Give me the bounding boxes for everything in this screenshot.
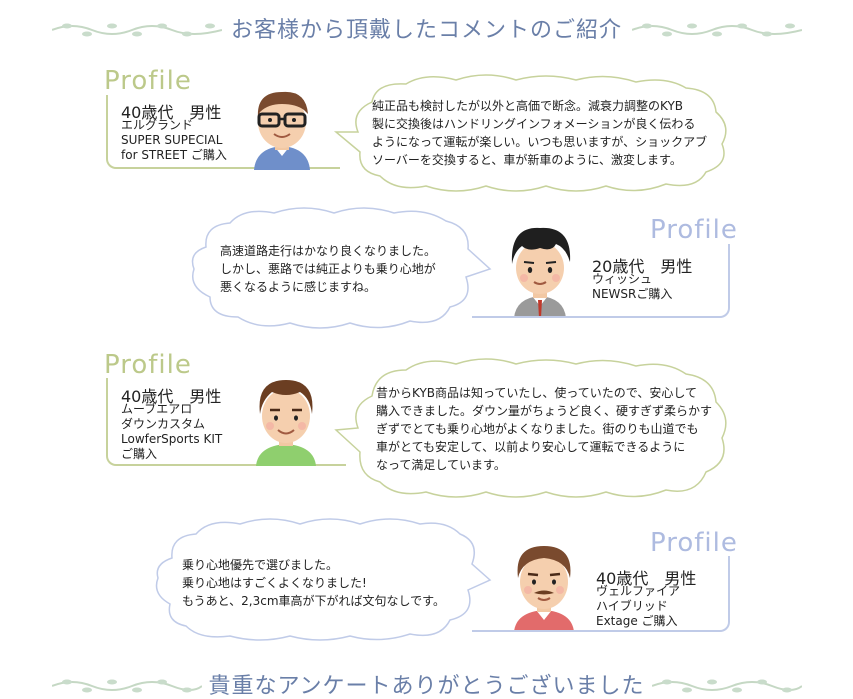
profile-label: Profile: [650, 528, 738, 558]
vine-ornament-left: [52, 23, 222, 37]
vine-ornament-right: [652, 679, 802, 693]
comment-line: 純正品も検討したが以外と高価で断念。減衰力調整のKYB: [372, 99, 684, 113]
profile-frame: [472, 556, 730, 632]
smiling-man-avatar: [256, 380, 316, 466]
age-gender: 20歳代 男性: [592, 257, 693, 276]
comment-line: 昔からKYB商品は知っていたし、使っていたので、安心して: [376, 386, 697, 400]
comment-line: ぎずでとても乗り心地がよくなりました。街のりも山道でも: [376, 422, 699, 436]
young-man-avatar: [511, 227, 571, 318]
age-gender: 40歳代 男性: [121, 103, 222, 122]
comment-line: 乗り心地はすごくよくなりました!: [182, 576, 367, 590]
comment-line: ソーバーを交換すると、車が新車のように、激変します。: [372, 153, 682, 167]
profile-frame: [106, 378, 346, 466]
vine-ornament-left: [52, 679, 202, 693]
profile-label: Profile: [650, 215, 738, 245]
comment-line: 高速道路走行はかなり良くなりました。: [220, 244, 437, 258]
comment-bubble: [155, 518, 492, 641]
page-title: お客様から頂戴したコメントのご紹介: [230, 18, 622, 43]
car-line: SUPER SUPECIAL: [121, 133, 223, 147]
profile-label: Profile: [104, 66, 192, 96]
car-line: ムーブエアロ: [121, 402, 193, 416]
car-line: ヴェルファイア: [596, 584, 681, 598]
comment-line: 乗り心地優先で選びました。: [182, 558, 339, 572]
comment-line: 製に交換後はハンドリングインフォメーションが良く伝わる: [372, 117, 696, 131]
comment-line: ようになって運転が楽しい。いつも思いますが、ショックアブ: [372, 135, 708, 149]
car-line: ハイブリッド: [596, 599, 668, 613]
profile-label: Profile: [104, 350, 192, 380]
mustache-man-avatar: [514, 546, 574, 632]
comment-bubble: [334, 358, 727, 498]
car-line: エルグランド: [121, 118, 194, 132]
car-line: ウィッシュ: [592, 272, 653, 286]
vine-ornament-right: [632, 23, 802, 37]
comment-text: 高速道路走行はかなり良くなりました。 しかし、悪路では純正よりも乗り心地が 悪く…: [220, 242, 480, 296]
age-gender: 40歳代 男性: [121, 387, 222, 406]
comment-text: 乗り心地優先で選びました。 乗り心地はすごくよくなりました! もうあと、2,3c…: [182, 556, 482, 610]
car-line: Extage ご購入: [596, 614, 678, 628]
car-line: for STREET ご購入: [121, 148, 227, 162]
comment-line: 悪くなるように感じますね。: [220, 280, 377, 294]
comment-line: なって満足しています。: [376, 458, 506, 472]
comment-line: 車がとても安定して、以前より安心して運転できるように: [376, 440, 686, 454]
car-line: LowferSports KIT: [121, 432, 223, 446]
comment-line: しかし、悪路では純正よりも乗り心地が: [220, 262, 436, 276]
comment-line: 購入できました。ダウン量がちょうど良く、硬すぎず柔らかす: [376, 404, 713, 418]
closing-message: 貴重なアンケートありがとうございました: [208, 674, 645, 699]
man-glasses-avatar: [254, 91, 310, 170]
comment-bubble: [191, 207, 492, 329]
comment-text: 純正品も検討したが以外と高価で断念。減衰力調整のKYB 製に交換後はハンドリング…: [372, 97, 732, 169]
comment-bubble: [333, 74, 727, 192]
comment-text: 昔からKYB商品は知っていたし、使っていたので、安心して 購入できました。ダウン…: [376, 384, 732, 474]
car-line: ダウンカスタム: [121, 417, 206, 431]
age-gender: 40歳代 男性: [596, 569, 697, 588]
car-line: NEWSRご購入: [592, 287, 673, 301]
profile-frame: [472, 244, 730, 318]
profile-frame: [106, 95, 340, 169]
comment-line: もうあと、2,3cm車高が下がれば文句なしです。: [182, 594, 445, 608]
car-line: ご購入: [121, 447, 158, 461]
